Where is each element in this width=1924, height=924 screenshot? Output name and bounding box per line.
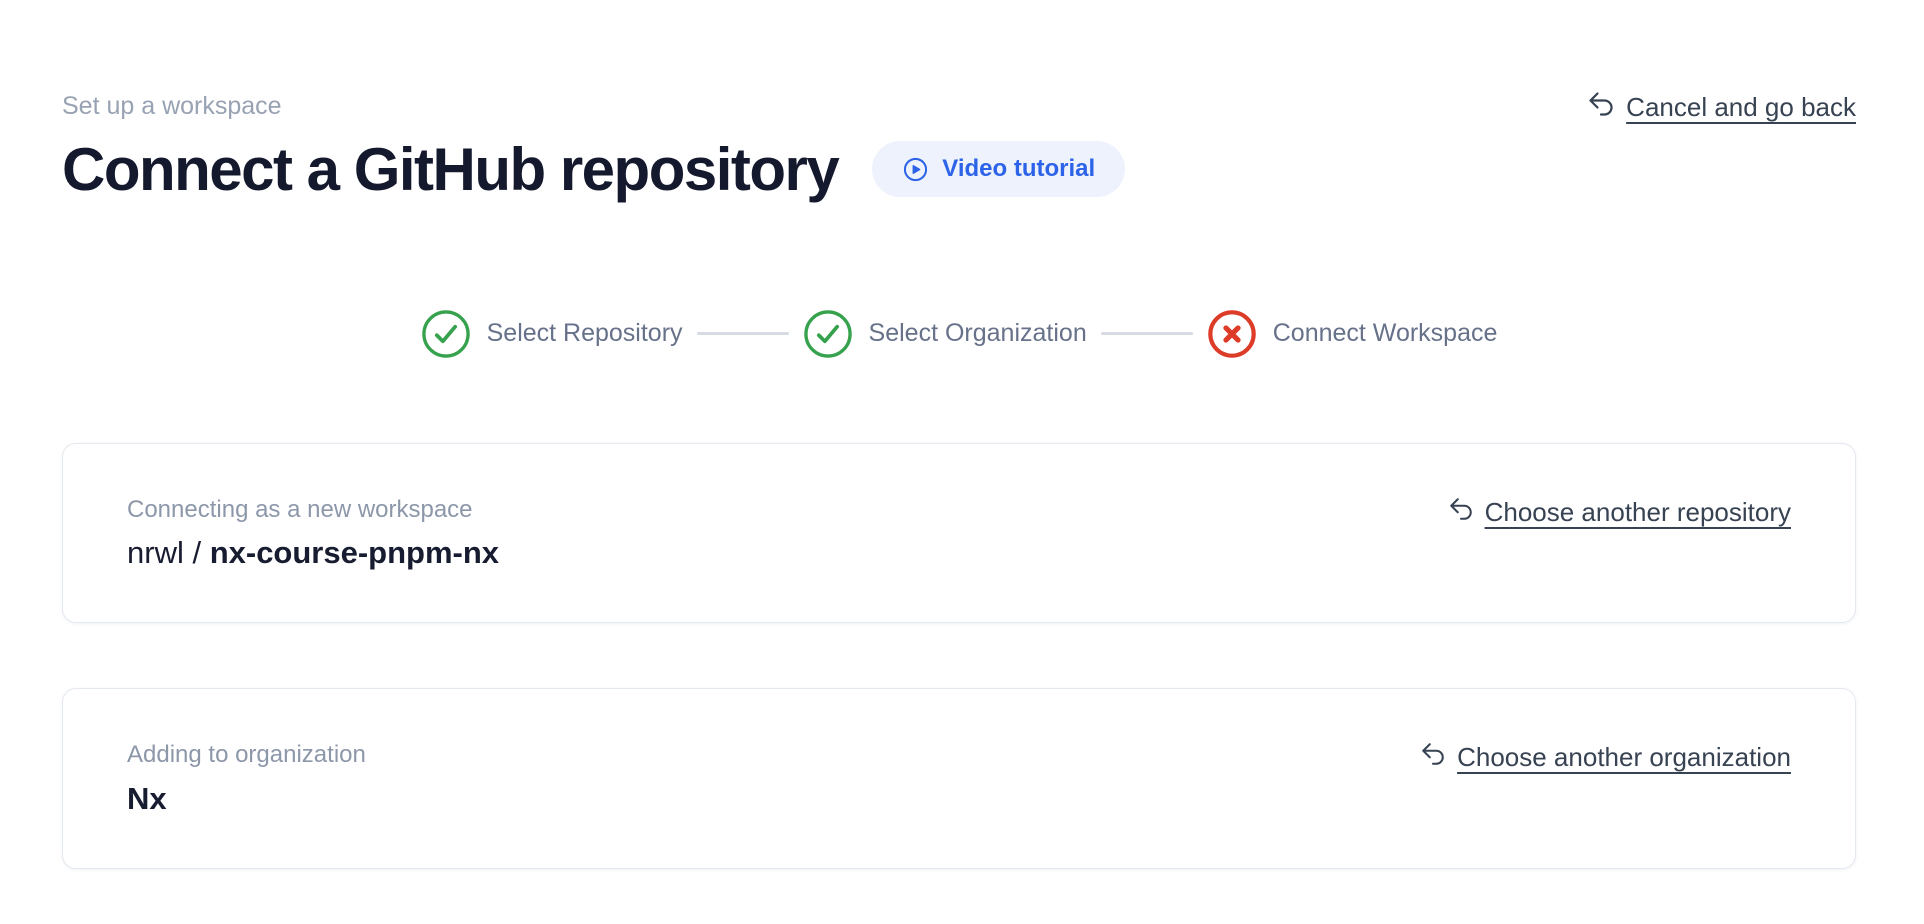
- organization-card-info: Adding to organization Nx: [127, 739, 366, 818]
- step-label: Select Organization: [868, 319, 1087, 347]
- step-connector: [1100, 332, 1193, 335]
- check-circle-icon: [803, 309, 853, 359]
- page-title: Connect a GitHub repository: [62, 135, 840, 203]
- cancel-link-label: Cancel and go back: [1626, 92, 1856, 122]
- check-circle-icon: [421, 309, 471, 359]
- choose-another-organization-link[interactable]: Choose another organization: [1420, 741, 1791, 774]
- choose-another-repository-label: Choose another repository: [1484, 496, 1791, 527]
- step-label: Connect Workspace: [1272, 319, 1498, 347]
- video-tutorial-label: Video tutorial: [942, 155, 1096, 182]
- video-tutorial-button[interactable]: Video tutorial: [872, 141, 1126, 197]
- breadcrumb-eyebrow: Set up a workspace: [62, 92, 282, 120]
- repository-card: Connecting as a new workspace nrwl / nx-…: [62, 442, 1856, 624]
- repository-repo: nx-course-pnpm-nx: [209, 534, 500, 570]
- step-label: Select Repository: [486, 319, 683, 347]
- undo-arrow-icon: [1587, 90, 1615, 125]
- repository-card-info: Connecting as a new workspace nrwl / nx-…: [127, 494, 499, 573]
- x-circle-icon: [1207, 309, 1257, 359]
- play-circle-icon: [902, 156, 929, 183]
- undo-arrow-icon: [1448, 496, 1474, 529]
- step-select-organization: Select Organization: [803, 309, 1087, 359]
- step-connect-workspace: Connect Workspace: [1207, 309, 1498, 359]
- repository-card-label: Connecting as a new workspace: [127, 495, 473, 523]
- cancel-and-go-back-link[interactable]: Cancel and go back: [1587, 90, 1856, 125]
- choose-another-organization-label: Choose another organization: [1457, 742, 1791, 773]
- title-row: Connect a GitHub repository Video tutori…: [62, 135, 1856, 204]
- repository-owner: nrwl /: [127, 534, 210, 570]
- organization-name: Nx: [127, 780, 167, 816]
- setup-stepper: Select Repository Select Organization Co…: [62, 309, 1856, 359]
- undo-arrow-icon: [1420, 741, 1446, 774]
- repository-name: nrwl / nx-course-pnpm-nx: [127, 534, 499, 573]
- organization-card: Adding to organization Nx Choose another…: [62, 688, 1856, 870]
- organization-card-label: Adding to organization: [127, 741, 366, 769]
- choose-another-repository-link[interactable]: Choose another repository: [1448, 496, 1791, 529]
- step-connector: [696, 332, 789, 335]
- step-select-repository: Select Repository: [421, 309, 683, 359]
